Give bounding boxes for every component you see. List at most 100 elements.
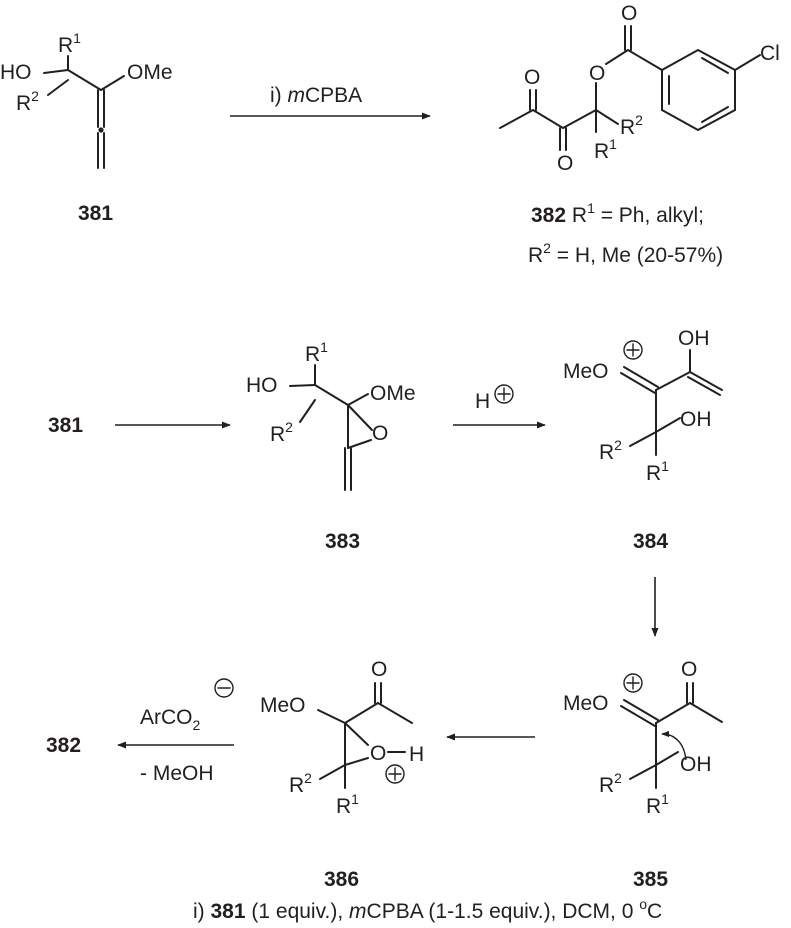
atom-o: O <box>370 742 386 765</box>
bond <box>347 439 372 449</box>
bond <box>299 399 316 423</box>
bond <box>655 417 681 433</box>
acid-proton: H <box>475 390 490 413</box>
atom-o-ester: O <box>589 62 605 85</box>
reagent-label: i) mCPBA <box>270 84 362 107</box>
bond <box>499 109 534 129</box>
atom-cl: Cl <box>760 42 780 65</box>
atom-o: O <box>524 66 540 89</box>
compound-383-structure: R1 HO R2 OMe O 383 <box>246 339 416 553</box>
double-bond <box>620 699 659 727</box>
compound-label-384: 384 <box>633 530 668 553</box>
bond <box>47 79 69 96</box>
product-382-caption-line2: R2 = H, Me (20-57%) <box>528 240 723 267</box>
atom-r2: R2 <box>599 437 622 464</box>
bond <box>532 109 564 129</box>
atom-o: O <box>371 658 387 681</box>
atom-r2: R2 <box>620 112 643 139</box>
benzene-ring <box>661 48 736 132</box>
bond <box>605 49 629 65</box>
compound-label-383: 383 <box>325 530 360 553</box>
compound-385-structure: MeO O OH R2 R1 385 <box>563 658 723 891</box>
atom-o: O <box>621 2 637 25</box>
double-bond <box>620 366 659 394</box>
bond <box>344 757 369 766</box>
bond <box>627 49 663 71</box>
atom-oh: OH <box>678 327 710 350</box>
atom-r1: R1 <box>646 458 669 485</box>
bond <box>629 764 657 780</box>
bond <box>655 751 679 766</box>
atom-meo: MeO <box>563 360 609 383</box>
atom-o: O <box>372 422 388 445</box>
atom-oh: OH <box>680 408 712 431</box>
atom-r2: R2 <box>599 770 622 797</box>
atom-r2: R2 <box>289 770 312 797</box>
positive-charge-icon <box>385 764 405 784</box>
final-reagent: ArCO2 <box>140 706 201 733</box>
bond <box>67 69 102 91</box>
atom-r2: R2 <box>270 419 293 446</box>
atom-meo: MeO <box>260 694 306 717</box>
atom-r1: R1 <box>646 791 669 818</box>
atom-ome: OMe <box>370 382 416 405</box>
compound-386-structure: MeO O O H R2 R1 386 <box>260 658 424 891</box>
atom-ho: HO <box>246 374 278 397</box>
atom-ho: HO <box>0 61 32 84</box>
bond <box>689 702 723 723</box>
atom-r1: R1 <box>305 339 328 366</box>
bond <box>317 709 346 724</box>
atom-o: O <box>681 658 697 681</box>
product-382-caption-line1: 382 R1 = Ph, alkyl; <box>531 200 704 227</box>
bond <box>562 109 597 129</box>
double-bond <box>344 447 352 491</box>
compound-382-structure: O O O O R2 R1 Cl <box>499 2 780 175</box>
bond <box>655 371 691 391</box>
bond <box>344 722 369 746</box>
compound-label-385: 385 <box>633 868 668 891</box>
compound-label-381: 381 <box>48 414 83 437</box>
atom-r2: R2 <box>16 88 39 115</box>
final-loss: - MeOH <box>140 762 214 785</box>
double-bond <box>374 682 382 704</box>
footnote: i) 381 (1 equiv.), mCPBA (1-1.5 equiv.),… <box>193 896 662 923</box>
compound-label-381: 381 <box>78 202 113 225</box>
compound-381-structure: R1 HO R2 OMe 381 <box>0 30 173 225</box>
double-bond <box>97 89 105 128</box>
bond <box>100 75 125 91</box>
plus-sign <box>497 387 511 401</box>
double-bond <box>529 89 537 111</box>
atom-r1: R1 <box>336 791 359 818</box>
bond <box>314 384 349 406</box>
bond <box>734 54 761 71</box>
compound-label-382: 382 <box>46 734 81 757</box>
plus-sign <box>388 767 402 781</box>
curved-electron-arrow <box>661 730 687 761</box>
positive-charge-icon <box>623 673 643 693</box>
bond <box>289 384 316 387</box>
atom-oh: OH <box>680 753 712 776</box>
bond <box>43 69 69 74</box>
plus-sign <box>626 676 640 690</box>
atom-r1: R1 <box>58 30 81 57</box>
double-bond <box>686 682 694 704</box>
bond <box>377 702 413 724</box>
positive-charge-icon <box>494 384 514 404</box>
plus-sign <box>626 343 640 357</box>
compound-label-386: 386 <box>324 868 359 891</box>
bond <box>319 764 346 780</box>
atom-r1: R1 <box>594 136 617 163</box>
bond <box>655 702 691 724</box>
allene-carbon-dot <box>98 127 104 133</box>
atom-h: H <box>409 743 424 766</box>
atom-o: O <box>557 152 573 175</box>
bond <box>629 431 657 447</box>
double-bond <box>687 371 723 396</box>
double-bond <box>97 132 105 169</box>
double-bond <box>624 25 632 51</box>
compound-384-structure: MeO OH OH R2 R1 384 <box>563 327 723 553</box>
positive-charge-icon <box>623 340 643 360</box>
bond <box>347 393 369 406</box>
double-bond <box>559 127 567 151</box>
